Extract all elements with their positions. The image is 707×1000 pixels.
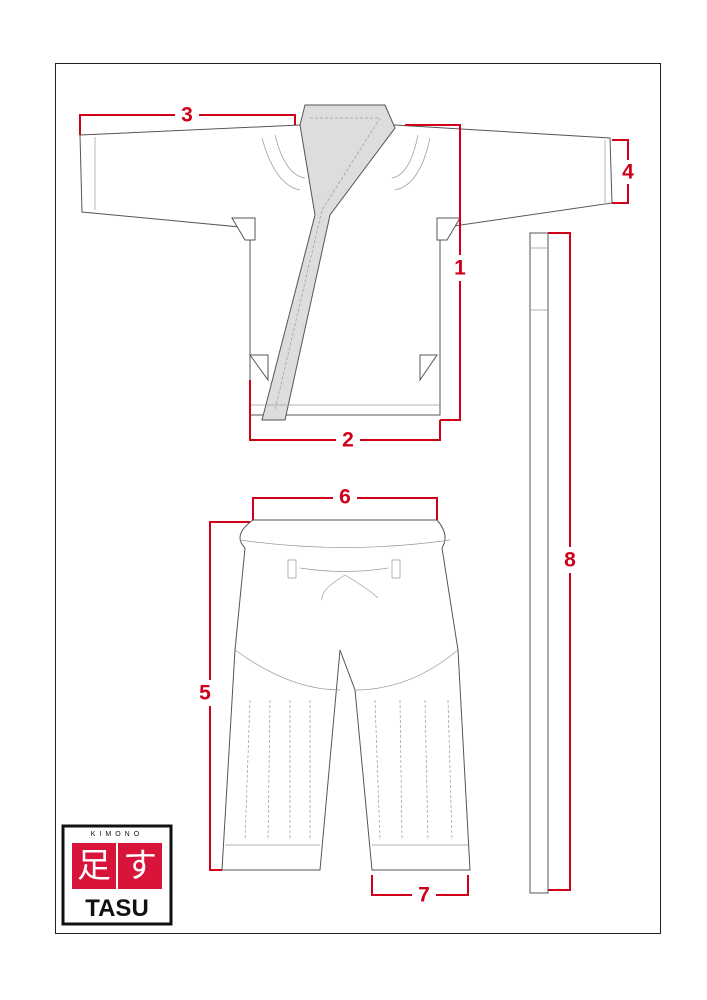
- dimension-label-3: 3: [181, 104, 193, 127]
- dimension-4: 4: [612, 139, 638, 204]
- jacket-drawing: [79, 104, 613, 421]
- dimension-label-1: 1: [454, 257, 466, 280]
- dimension-label-7: 7: [418, 884, 430, 907]
- dimension-6: 6: [252, 486, 438, 520]
- dimension-8: 8: [548, 232, 580, 891]
- dimension-2: 2: [249, 380, 441, 452]
- diagram-frame: [55, 63, 661, 934]
- dimension-label-8: 8: [564, 549, 576, 572]
- dimension-5: 5: [198, 521, 250, 871]
- dimension-label-6: 6: [339, 486, 351, 509]
- dimension-label-4: 4: [622, 161, 634, 184]
- tasu-logo: KIMONO 足 す TASU: [61, 824, 173, 926]
- dimension-label-5: 5: [199, 682, 211, 705]
- pants-drawing: [221, 519, 471, 871]
- dimension-7: 7: [371, 875, 469, 907]
- dimension-3: 3: [79, 103, 296, 135]
- svg-text:KIMONO: KIMONO: [91, 831, 143, 838]
- svg-text:TASU: TASU: [85, 895, 149, 922]
- dimension-1: 1: [405, 124, 470, 421]
- belt-drawing: [529, 232, 549, 894]
- svg-text:す: す: [123, 846, 157, 886]
- svg-text:足: 足: [77, 846, 111, 886]
- dimension-label-2: 2: [342, 429, 354, 452]
